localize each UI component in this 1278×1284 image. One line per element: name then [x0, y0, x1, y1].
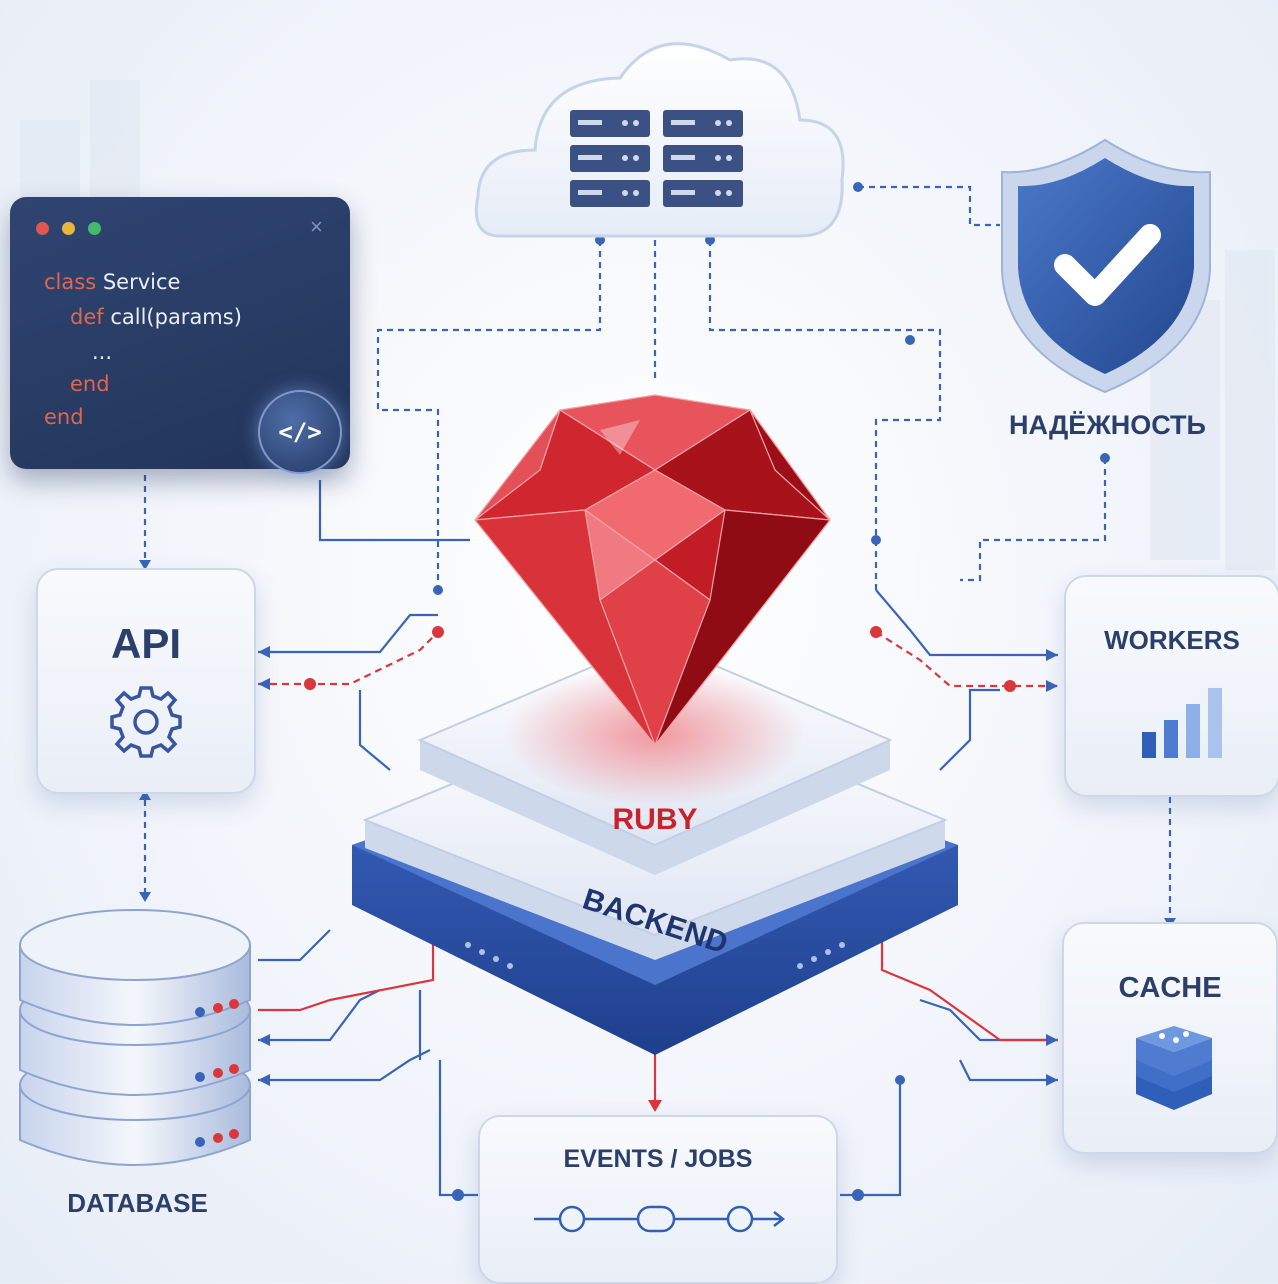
gear-icon — [110, 686, 182, 758]
workers-node[interactable]: WORKERS — [1064, 575, 1278, 797]
reliability-label: НАДЁЖНОСТЬ — [1009, 410, 1206, 440]
code-tag-icon: </> — [258, 390, 342, 474]
ruby-label: RUBY — [612, 803, 698, 836]
code-line-4: end — [70, 372, 110, 396]
cache-label: CACHE — [1118, 972, 1222, 1004]
api-node[interactable]: API — [36, 568, 256, 794]
window-maximize-dot[interactable] — [88, 222, 101, 235]
bar-chart-icon — [1142, 688, 1222, 758]
workers-label: WORKERS — [1104, 625, 1240, 655]
code-line-3: ... — [92, 340, 113, 364]
pipeline-icon — [534, 1205, 786, 1233]
window-close-dot[interactable] — [36, 222, 49, 235]
code-line-1: class Service — [44, 270, 181, 294]
api-label: API — [110, 620, 181, 667]
code-tag-glyph: </> — [278, 418, 322, 446]
code-line-2: def call(params) — [70, 305, 242, 329]
cache-node[interactable]: CACHE — [1062, 922, 1278, 1154]
events-jobs-node[interactable]: EVENTS / JOBS — [478, 1115, 838, 1284]
close-icon[interactable]: × — [310, 214, 323, 239]
stacked-cubes-icon — [1136, 1026, 1212, 1110]
code-line-5: end — [44, 405, 84, 429]
events-jobs-label: EVENTS / JOBS — [563, 1145, 753, 1173]
window-minimize-dot[interactable] — [62, 222, 75, 235]
database-label: DATABASE — [67, 1188, 208, 1218]
